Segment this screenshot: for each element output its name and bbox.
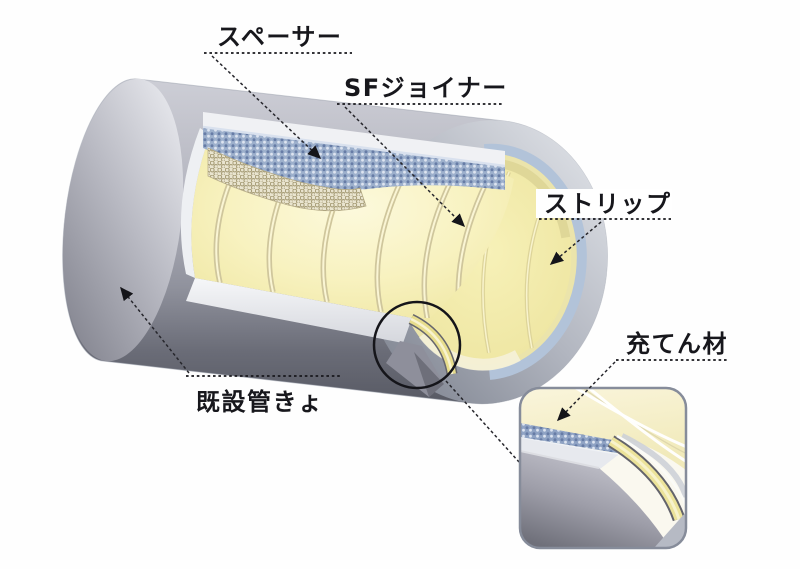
liner-edge-notch xyxy=(386,314,458,397)
left-cut-face xyxy=(180,128,210,278)
label-strip-bg xyxy=(536,189,672,218)
detail-circle xyxy=(372,300,462,390)
filler-ring-band xyxy=(483,143,587,380)
labels: スペーサー SFジョイナー ストリップ 充てん材 既設管きょ xyxy=(186,23,729,416)
leader-existing-pipe xyxy=(120,286,190,374)
label-spacer: スペーサー xyxy=(217,23,342,51)
detail-connector-line xyxy=(445,380,520,463)
label-sf-joiner: SFジョイナー xyxy=(344,74,508,102)
spacer-strip xyxy=(202,125,506,191)
leader-sf-joiner xyxy=(344,106,466,228)
interior-bottom-highlight xyxy=(419,330,521,371)
bottom-cut-face xyxy=(186,278,412,343)
pipe-end-cap-face xyxy=(62,78,184,362)
inset-border xyxy=(518,386,688,550)
label-existing-pipe: 既設管きょ xyxy=(196,388,324,416)
detail-inset xyxy=(518,386,688,550)
leader-filler xyxy=(556,361,616,422)
label-strip: ストリップ xyxy=(544,190,672,218)
top-cut-face xyxy=(203,112,505,168)
leader-spacer xyxy=(211,55,322,160)
sf-joiner-strip xyxy=(207,147,367,212)
label-filler: 充てん材 xyxy=(626,330,728,358)
liner-spiral-ribs xyxy=(213,138,495,318)
inset-pipe-wall xyxy=(520,451,670,548)
